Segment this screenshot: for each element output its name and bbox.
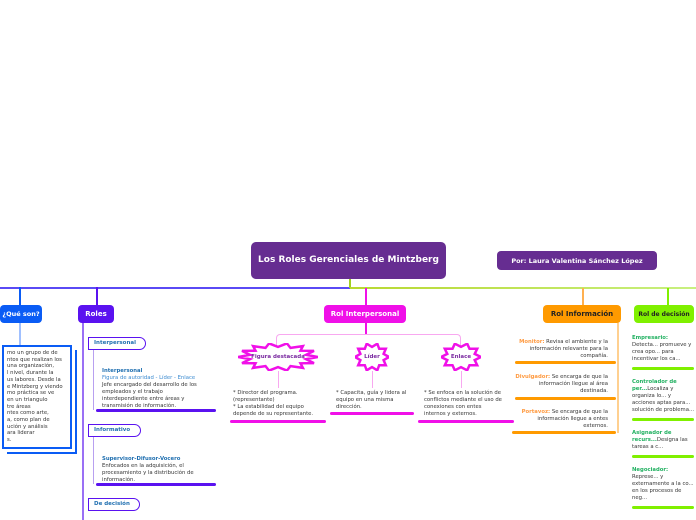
text: Designa las tareas a c...	[632, 437, 688, 450]
connector	[19, 287, 21, 305]
rol-decision-node[interactable]: Rol de decisión	[634, 305, 694, 323]
star-label: Líder	[364, 354, 380, 360]
text: Se encarga de que la información llegue …	[537, 409, 608, 429]
starburst-shape	[355, 343, 389, 371]
text: Jefe encargado del desarrollo de los emp…	[102, 382, 197, 409]
underline	[632, 367, 694, 370]
text-line: ara liderar	[7, 430, 35, 437]
term: Negociador:	[632, 467, 669, 473]
underline	[418, 420, 514, 423]
connector	[93, 437, 94, 484]
que-son-node[interactable]: ¿Qué son?	[0, 305, 42, 323]
text-line: una organización,	[7, 363, 55, 370]
heading: Supervisor-Difusor-Vocero	[102, 456, 181, 462]
connector	[93, 350, 94, 410]
connector	[276, 334, 461, 346]
star-node-1[interactable]: Líder	[355, 343, 389, 371]
text: Revisa el ambiente y la información rele…	[529, 339, 608, 359]
underline	[632, 506, 694, 509]
roles-interpersonal[interactable]: Interpersonal	[88, 337, 146, 350]
rol-informacion-node[interactable]: Rol Información	[543, 305, 621, 323]
decision-item: Asignador de recurs...Designa las tareas…	[632, 430, 694, 451]
text: Enfocados en la adquisición, el procesam…	[102, 463, 194, 483]
connector	[350, 287, 696, 289]
decision-item: Controlador de per...Localiza y organiza…	[632, 379, 694, 414]
term: Portavoz:	[521, 409, 551, 415]
starburst-shape	[238, 343, 318, 371]
underline	[96, 409, 216, 412]
connector	[372, 371, 373, 388]
info-item: Monitor: Revisa el ambiente y la informa…	[512, 339, 608, 360]
author-label[interactable]: Por: Laura Valentina Sánchez López	[497, 251, 657, 270]
decision-list: Empresario: Detecta... promueve y crea o…	[632, 335, 694, 514]
term: Empresario:	[632, 335, 669, 341]
star-node-2[interactable]: Enlace	[441, 343, 481, 371]
star-desc: * Director del programa. (representante)…	[233, 390, 314, 417]
text: Represe... y externamente a la co... en …	[632, 474, 694, 501]
text-line: mo un grupo de de	[7, 350, 58, 356]
connector	[19, 323, 21, 345]
info-item: Divulgador: Se encarga de que la informa…	[512, 374, 608, 395]
text-line: l nivel, durante la	[7, 370, 54, 377]
text-line: tre áreas	[7, 403, 31, 410]
term: Monitor:	[519, 339, 545, 345]
term: Asignador de recurs...	[632, 430, 672, 443]
text-line: mo práctica se ve	[7, 390, 55, 397]
text-line: a, como plan de	[7, 417, 50, 424]
decision-item: Empresario: Detecta... promueve y crea o…	[632, 335, 694, 363]
star-label: Figura destacada	[251, 354, 305, 360]
sub: Figura de autoridad - Líder - Enlace	[102, 375, 196, 381]
rol-interpersonal-node[interactable]: Rol Interpersonal	[324, 305, 406, 323]
roles-informativo-desc: Supervisor-Difusor-Vocero Enfocados en l…	[102, 456, 210, 484]
text-line: s.	[7, 437, 12, 444]
underline	[230, 420, 326, 423]
connector	[0, 287, 350, 289]
text-line: ntos que realizan los	[7, 356, 62, 363]
term: Divulgador:	[515, 374, 551, 380]
starburst-shape	[441, 343, 481, 371]
underline	[632, 455, 694, 458]
connector	[349, 279, 351, 288]
underline	[512, 431, 616, 434]
star-label: Enlace	[450, 354, 472, 360]
connector	[96, 287, 98, 305]
connector	[461, 371, 462, 388]
heading: Interpersonal	[102, 368, 143, 374]
text-line: ntes como arte,	[7, 410, 49, 417]
connector	[82, 323, 84, 520]
roles-node[interactable]: Roles	[78, 305, 114, 323]
info-item: Portavoz: Se encarga de que la informaci…	[512, 409, 608, 430]
connector	[365, 288, 367, 305]
connector	[365, 323, 367, 334]
connector	[278, 371, 279, 388]
decision-item: Negociador: Represe... y externamente a …	[632, 467, 694, 502]
text: Se encarga de que la información llegue …	[538, 374, 608, 394]
roles-informativo[interactable]: Informativo	[88, 424, 141, 437]
underline	[515, 361, 616, 364]
connector	[667, 288, 669, 305]
central-topic[interactable]: Los Roles Gerenciales de Mintzberg	[251, 242, 446, 279]
underline	[515, 397, 616, 400]
text-line: us labores. Desde la	[7, 376, 61, 383]
term: Controlador de per...	[632, 379, 677, 392]
text: Detecta... promueve y crea opo... para i…	[632, 342, 692, 362]
underline	[330, 412, 414, 415]
star-node-0[interactable]: Figura destacada	[238, 343, 318, 371]
text: Localiza y organiza lo... y acciones apt…	[632, 386, 695, 413]
text-line: e Mintzberg y viendo	[7, 383, 63, 390]
star-desc: * Se enfoca en la solución de conflictos…	[424, 390, 502, 417]
star-desc: * Capacita, guía y lidera al equipo en u…	[336, 390, 407, 410]
roles-interpersonal-desc: Interpersonal Figura de autoridad - Líde…	[102, 368, 210, 410]
roles-decision[interactable]: De decisión	[88, 498, 140, 511]
underline	[96, 483, 216, 486]
text-line: ución y análisis	[7, 423, 48, 430]
text-line: en un triangulo	[7, 396, 48, 403]
underline	[632, 418, 694, 421]
connector	[617, 323, 619, 433]
connector	[582, 288, 584, 305]
